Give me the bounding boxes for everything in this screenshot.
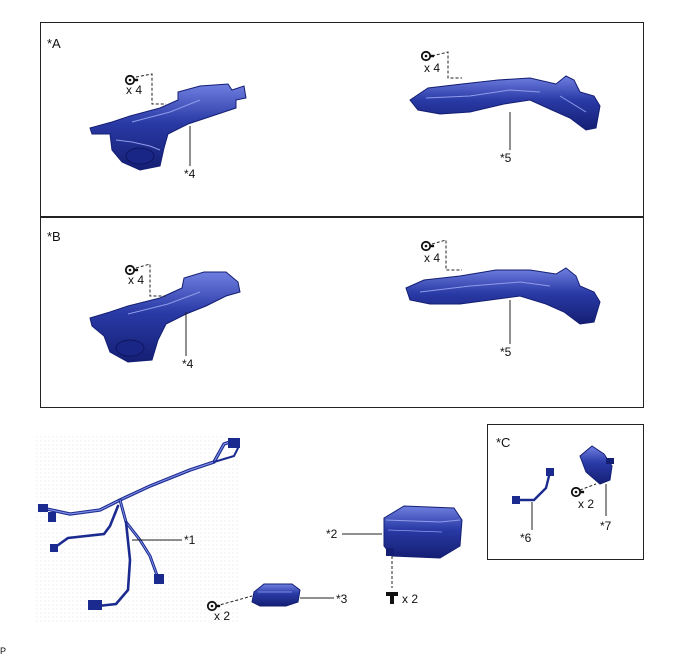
panel-c [487,424,644,560]
part-label-2: *2 [326,527,338,541]
module-part-2 [383,505,463,559]
qty-label: x 2 [214,609,231,623]
qty-label: x 4 [128,273,145,287]
leader-clip-4-b2 [431,239,462,271]
module-part-7 [579,445,614,485]
leader-clip-7 [579,483,597,491]
part-label-4: *4 [182,357,194,371]
part-label-7: *7 [600,519,612,533]
part-label-5: *5 [500,345,512,359]
clip-icon [420,240,436,252]
duct-right-a [409,75,601,131]
harness-part-6 [512,468,554,504]
harness-connectors [38,438,240,610]
panel-label-a: *A [47,36,61,51]
leader-clip-4-b [135,263,166,297]
clip-icon [420,50,436,62]
part-label-5: *5 [500,151,512,165]
part-label-6: *6 [520,531,532,545]
bolt-icon [386,592,398,604]
panel-label-b: *B [47,229,61,244]
module-part-3 [251,583,301,607]
duct-left-a [89,83,247,171]
panel-label-c: *C [496,435,511,450]
qty-label: x 2 [578,497,595,511]
leader-clip-4-a [135,73,166,105]
part-label-3: *3 [336,592,348,606]
qty-label: x 2 [402,592,419,606]
duct-left-b [89,271,241,363]
part-label-4: *4 [184,167,196,181]
qty-label: x 4 [126,83,143,97]
qty-label: x 4 [424,61,441,75]
part-label-1: *1 [184,533,196,547]
duct-right-b [405,267,601,325]
corner-code: P [0,646,7,656]
leader-clip-3 [215,595,253,607]
qty-label: x 4 [424,251,441,265]
